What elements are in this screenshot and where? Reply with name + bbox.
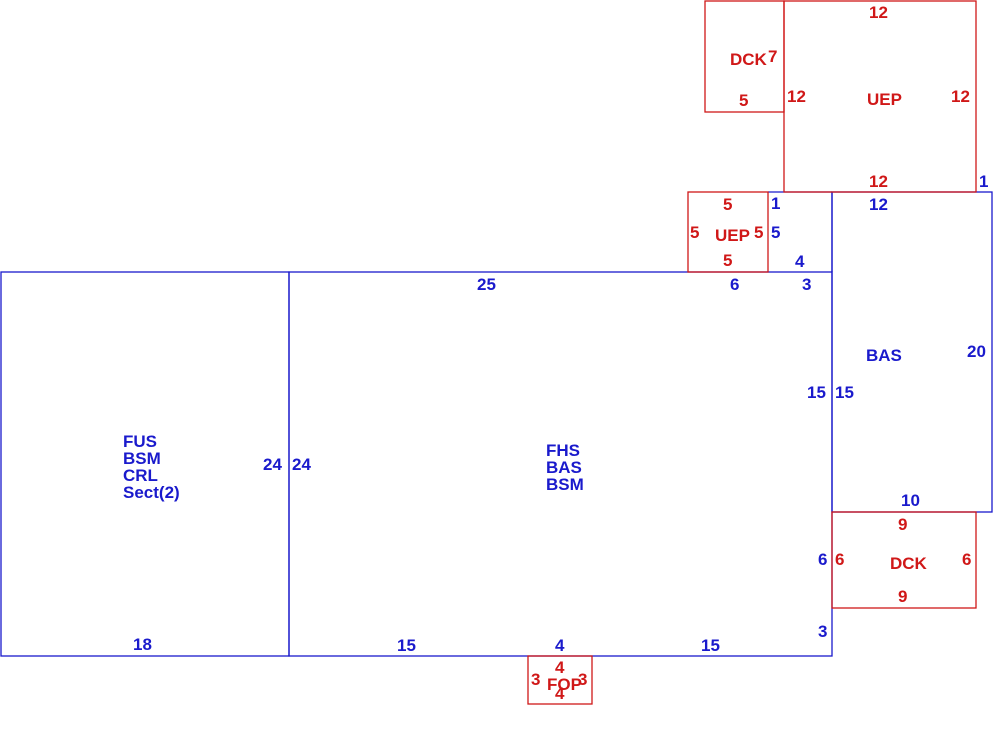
dimension-label: 5 <box>754 223 763 242</box>
fhs-label-line: BSM <box>546 475 584 494</box>
dck-right-label: DCK <box>890 554 928 573</box>
dimension-label: 24 <box>263 455 282 474</box>
dimension-label: 4 <box>555 684 565 703</box>
fus-label-line: FUS <box>123 432 157 451</box>
uep-small-outline <box>687 191 769 273</box>
dimension-label: 18 <box>133 635 152 654</box>
uep-top-label: UEP <box>867 90 902 109</box>
dimension-label: 1 <box>979 172 988 191</box>
dimension-label: 4 <box>555 636 565 655</box>
dimension-label: 10 <box>901 491 920 510</box>
attached-structure-outlines <box>527 0 977 705</box>
dimension-label: 25 <box>477 275 496 294</box>
dimension-label: 7 <box>768 47 777 66</box>
bas-label: BAS <box>866 346 902 365</box>
dimension-label: 5 <box>771 223 780 242</box>
fop-outline <box>527 655 593 705</box>
dimension-label: 6 <box>962 550 971 569</box>
dck-top-label: DCK <box>730 50 768 69</box>
dimension-label: 3 <box>531 670 540 689</box>
dimension-label: 5 <box>690 223 699 242</box>
dimension-label: 6 <box>730 275 739 294</box>
fop-label: FOP <box>547 675 582 694</box>
fhs-label-line: FHS <box>546 441 580 460</box>
dimension-label: 12 <box>869 195 888 214</box>
dimension-label: 5 <box>723 251 732 270</box>
dck-top-outline <box>704 0 785 113</box>
uep-small-label: UEP <box>715 226 750 245</box>
dimension-label: 3 <box>578 670 587 689</box>
dimension-label: 15 <box>701 636 720 655</box>
dimension-label: 9 <box>898 587 907 606</box>
fhs-label-line: BAS <box>546 458 582 477</box>
dck-right-outline <box>831 511 977 609</box>
dimension-label: 12 <box>869 172 888 191</box>
dimension-label: 12 <box>869 3 888 22</box>
fus-label-line: Sect(2) <box>123 483 180 502</box>
fus-label: FUS BSM CRL Sect(2) <box>123 432 180 502</box>
dimension-label: 15 <box>397 636 416 655</box>
dimension-label: 24 <box>292 455 311 474</box>
dimension-label: 5 <box>723 195 732 214</box>
area-labels: FUS BSM CRL Sect(2) FHS BAS BSM BAS UEP … <box>123 50 928 694</box>
fus-label-line: CRL <box>123 466 158 485</box>
dimension-label: 4 <box>555 658 565 677</box>
dimension-label: 20 <box>967 342 986 361</box>
dimension-label: 6 <box>818 550 827 569</box>
dimension-label: 4 <box>795 252 805 271</box>
fus-label-line: BSM <box>123 449 161 468</box>
blue-dimension-labels: 18 24 24 25 6 3 15 4 15 15 6 3 15 12 20 … <box>133 172 988 655</box>
dimension-label: 15 <box>807 383 826 402</box>
dimension-label: 9 <box>898 515 907 534</box>
dimension-label: 5 <box>739 91 748 110</box>
dimension-label: 15 <box>835 383 854 402</box>
dimension-label: 1 <box>771 194 780 213</box>
dimension-label: 6 <box>835 550 844 569</box>
fhs-label: FHS BAS BSM <box>546 441 587 494</box>
dimension-label: 3 <box>802 275 811 294</box>
red-dimension-labels: 12 12 12 12 5 7 5 5 5 5 9 9 6 6 4 4 3 3 <box>531 3 971 703</box>
dimension-label: 12 <box>951 87 970 106</box>
dimension-label: 12 <box>787 87 806 106</box>
dimension-label: 3 <box>818 622 827 641</box>
living-area-outlines <box>0 191 993 657</box>
